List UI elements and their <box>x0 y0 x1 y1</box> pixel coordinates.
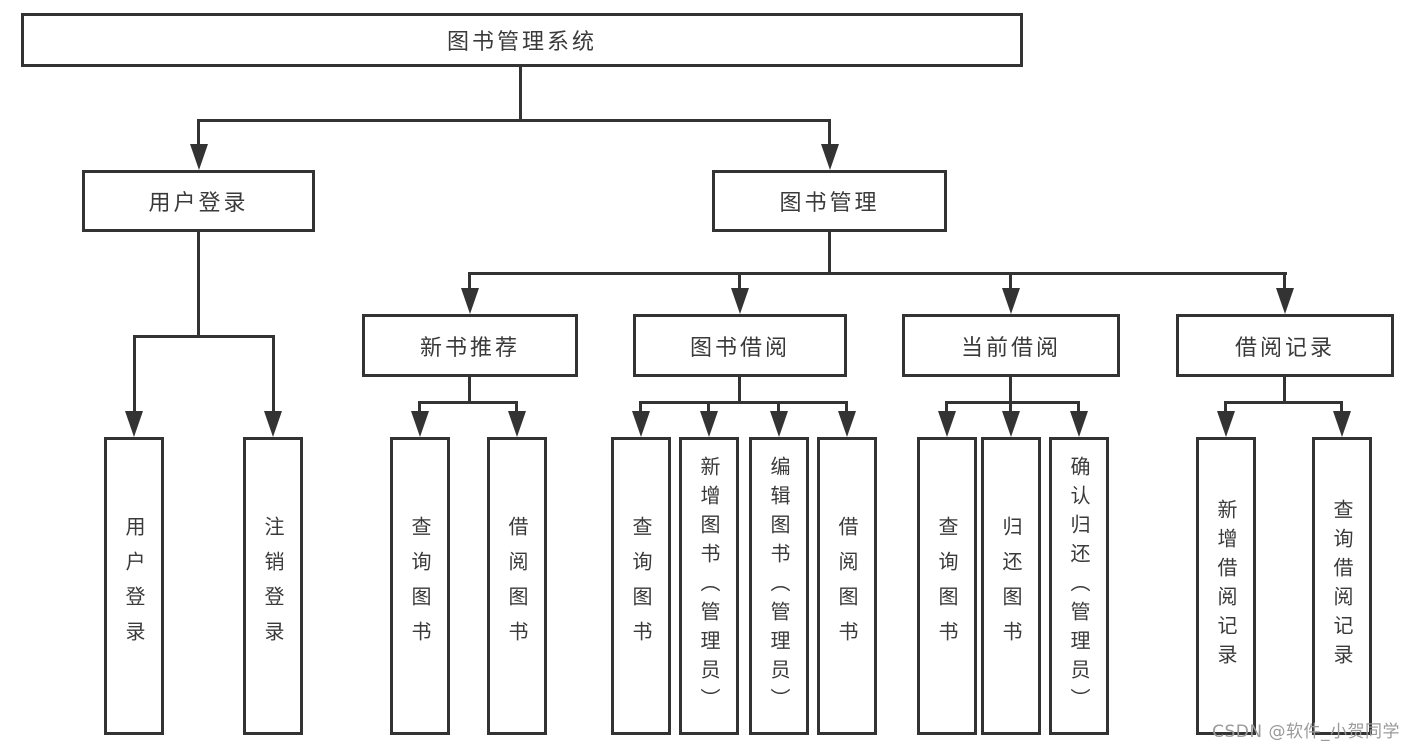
connector-line <box>639 401 642 413</box>
connector-line <box>133 335 275 338</box>
connector-line <box>468 272 471 289</box>
connector-line <box>1009 272 1012 289</box>
connector-line <box>272 335 275 412</box>
leaf-confirm-return-admin: 确认归还（管理员） <box>1049 437 1109 735</box>
connector-line <box>468 272 1287 275</box>
node-label: 新书推荐 <box>419 335 520 361</box>
node-label: 确认归还（管理员） <box>1067 455 1091 717</box>
arrow-down-icon <box>190 144 208 170</box>
node-label: 查询图书 <box>935 516 959 656</box>
leaf-edit-book-admin: 编辑图书（管理员） <box>749 437 809 735</box>
leaf-query-borrow-record: 查询借阅记录 <box>1312 437 1372 735</box>
connector-line <box>845 401 848 413</box>
connector-line <box>639 401 848 404</box>
node-label: 当前借阅 <box>960 335 1061 361</box>
arrow-down-icon <box>731 288 749 314</box>
arrow-down-icon <box>411 411 429 437</box>
connector-line <box>197 232 200 338</box>
connector-line <box>828 232 831 275</box>
node-new-book-recommendation: 新书推荐 <box>362 314 578 377</box>
leaf-user-login: 用户登录 <box>104 437 164 735</box>
node-book-borrowing: 图书借阅 <box>633 314 847 377</box>
node-label: 查询图书 <box>408 516 432 656</box>
leaf-add-book-admin: 新增图书（管理员） <box>679 437 739 735</box>
connector-line <box>468 377 471 404</box>
arrow-down-icon <box>770 411 788 437</box>
connector-line <box>1224 401 1227 413</box>
node-label: 图书管理 <box>779 191 880 216</box>
csdn-watermark: CSDN @软件_小贺同学 <box>1212 722 1400 742</box>
connector-line <box>197 119 831 122</box>
connector-line <box>519 67 522 121</box>
connector-line <box>1340 401 1343 413</box>
node-book-management: 图书管理 <box>712 170 947 232</box>
arrow-down-icon <box>1070 411 1088 437</box>
leaf-query-books-recommend: 查询图书 <box>390 437 450 735</box>
connector-line <box>1283 377 1286 404</box>
node-label: 注销登录 <box>261 516 285 656</box>
connector-line <box>515 401 518 413</box>
node-label: 借阅图书 <box>505 516 529 656</box>
leaf-add-borrow-record: 新增借阅记录 <box>1196 437 1256 735</box>
connector-line <box>1224 401 1343 404</box>
arrow-down-icon <box>821 144 839 170</box>
node-user-login: 用户登录 <box>82 170 315 232</box>
connector-line <box>197 119 200 145</box>
connector-line <box>1283 272 1286 289</box>
leaf-logout: 注销登录 <box>243 437 303 735</box>
connector-line <box>777 401 780 413</box>
node-borrowing-records: 借阅记录 <box>1176 314 1394 377</box>
arrow-down-icon <box>700 411 718 437</box>
connector-line <box>418 401 518 404</box>
node-current-borrowing: 当前借阅 <box>902 314 1120 377</box>
node-label: 查询借阅记录 <box>1330 499 1354 673</box>
arrow-down-icon <box>632 411 650 437</box>
arrow-down-icon <box>1002 411 1020 437</box>
connector-line <box>738 377 741 404</box>
arrow-down-icon <box>461 288 479 314</box>
connector-line <box>418 401 421 413</box>
connector-line <box>738 272 741 289</box>
leaf-return-books: 归还图书 <box>981 437 1041 735</box>
leaf-borrow-books-recommend: 借阅图书 <box>487 437 547 735</box>
node-label: 新增图书（管理员） <box>697 455 721 717</box>
node-label: 用户登录 <box>122 516 146 656</box>
node-label: 图书管理系统 <box>446 30 597 55</box>
node-label: 编辑图书（管理员） <box>767 455 791 717</box>
connector-line <box>133 335 136 412</box>
connector-line <box>1009 401 1012 413</box>
connector-line <box>1009 377 1012 404</box>
leaf-query-books-current: 查询图书 <box>917 437 977 735</box>
connector-line <box>1077 401 1080 413</box>
node-library-management-system: 图书管理系统 <box>21 13 1023 67</box>
connector-line <box>828 119 831 145</box>
connector-line <box>707 401 710 413</box>
arrow-down-icon <box>1333 411 1351 437</box>
node-label: 查询图书 <box>629 516 653 656</box>
node-label: 新增借阅记录 <box>1214 499 1238 673</box>
node-label: 图书借阅 <box>689 335 790 361</box>
arrow-down-icon <box>1217 411 1235 437</box>
arrow-down-icon <box>838 411 856 437</box>
leaf-query-books-borrowing: 查询图书 <box>611 437 671 735</box>
connector-line <box>945 401 1080 404</box>
arrow-down-icon <box>1002 288 1020 314</box>
node-label: 用户登录 <box>148 191 249 216</box>
arrow-down-icon <box>508 411 526 437</box>
node-label: 借阅记录 <box>1234 335 1335 361</box>
arrow-down-icon <box>125 411 143 437</box>
arrow-down-icon <box>1276 288 1294 314</box>
arrow-down-icon <box>264 411 282 437</box>
node-label: 借阅图书 <box>835 516 859 656</box>
connector-line <box>945 401 948 413</box>
node-label: 归还图书 <box>999 516 1023 656</box>
arrow-down-icon <box>938 411 956 437</box>
leaf-borrow-books: 借阅图书 <box>817 437 877 735</box>
